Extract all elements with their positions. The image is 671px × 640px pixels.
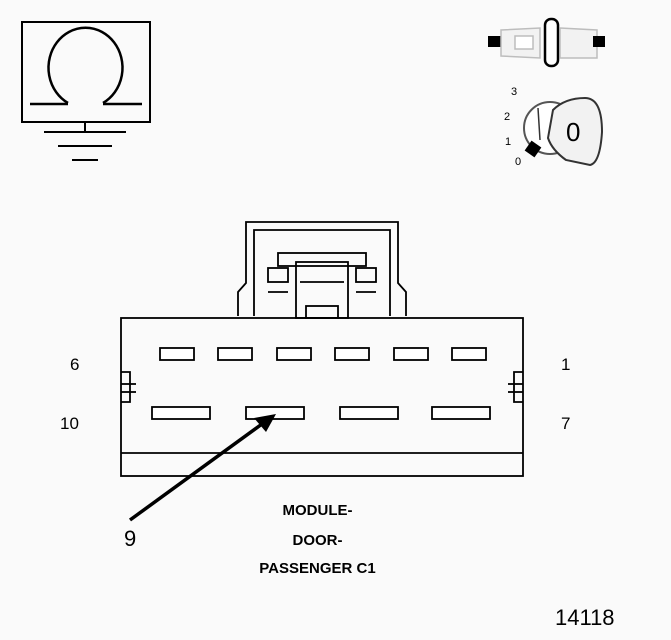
ignition-position-0: 0	[515, 156, 522, 168]
callout-label: 9	[124, 526, 137, 551]
inline-connector-icon	[488, 17, 605, 68]
pin-cavity-10	[151, 406, 211, 420]
connector-body	[120, 221, 524, 477]
pin-cavity-4	[276, 347, 312, 361]
pin-cavity-9	[245, 406, 305, 420]
ignition-position-3: 3	[511, 86, 518, 98]
pin-label-top-left: 6	[70, 355, 80, 374]
figure-number: 14118	[555, 605, 615, 630]
ignition-position-2: 2	[504, 111, 511, 123]
pin-cavities-top-row	[159, 347, 487, 361]
pin-label-bottom-left: 10	[60, 414, 79, 433]
pin-cavities-bottom-row	[151, 406, 491, 420]
ignition-position-1: 1	[505, 136, 512, 148]
connector-caption-line-3: PASSENGER C1	[259, 560, 376, 577]
connector-caption-line-2: DOOR-	[292, 532, 343, 549]
connector-caption-line-1: MODULE-	[282, 502, 353, 519]
pin-cavity-3	[334, 347, 370, 361]
pin-cavity-1	[451, 347, 487, 361]
pin-cavity-7	[431, 406, 491, 420]
ignition-key-icon	[523, 96, 604, 167]
ground-symbol-icon	[21, 21, 151, 161]
pin-cavity-6	[159, 347, 195, 361]
ignition-key-label: 0	[566, 117, 581, 147]
pin-label-bottom-right: 7	[561, 414, 571, 433]
pin-cavity-8	[339, 406, 399, 420]
pin-cavity-5	[217, 347, 253, 361]
callout-arrow	[128, 414, 276, 522]
pin-label-top-right: 1	[561, 355, 571, 374]
pin-cavity-2	[393, 347, 429, 361]
